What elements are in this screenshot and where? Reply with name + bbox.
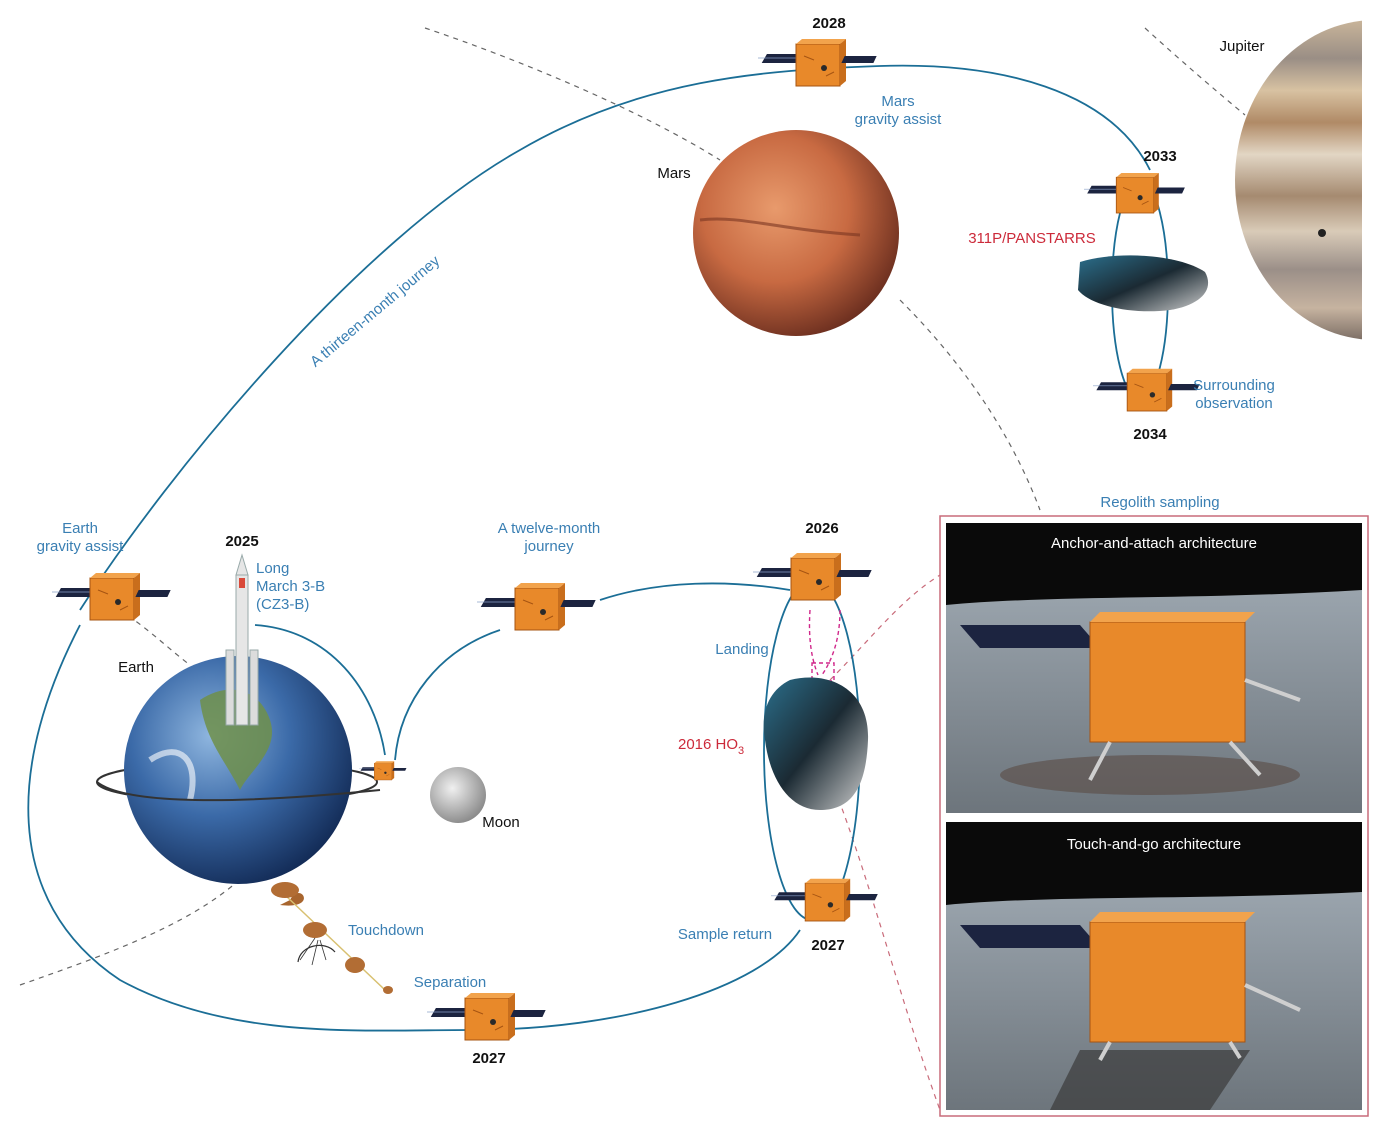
spacecraft-2028 <box>757 38 878 87</box>
touch-and-go-label: Touch-and-go architecture <box>1067 836 1241 853</box>
year-2033: 2033 <box>1143 148 1176 165</box>
year-2025: 2025 <box>225 533 258 550</box>
touchdown-label: Touchdown <box>348 922 424 939</box>
landing-label: Landing <box>715 641 768 658</box>
sample-return-label: Sample return <box>678 926 772 943</box>
landing-path <box>808 609 841 682</box>
spacecraft-2033 <box>1083 172 1186 214</box>
touch-and-go-panel: Touch-and-go architecture <box>946 822 1362 1110</box>
comet-name-label: 311P/PANSTARRS <box>968 230 1096 247</box>
inset-link-guide <box>829 574 941 681</box>
mars-orbit-guide <box>424 27 721 161</box>
regolith-sampling-label: Regolith sampling <box>1100 494 1219 511</box>
launch-trajectory <box>254 624 386 756</box>
earth <box>96 656 381 884</box>
spacecraft-twelve-month <box>476 582 597 631</box>
return-trajectory <box>27 624 801 1032</box>
orbit-guides <box>19 27 1246 1111</box>
year-2028: 2028 <box>812 15 845 32</box>
inset-link-guide-lower <box>834 789 941 1111</box>
twelve-month-trajectory <box>394 629 501 761</box>
reentry-capsule-icon <box>271 882 393 994</box>
earth-orbit-guide <box>19 869 251 986</box>
earth-label: Earth <box>118 659 154 676</box>
moon-label: Moon <box>482 814 520 831</box>
year-2027-earth: 2027 <box>472 1050 505 1067</box>
year-2026: 2026 <box>805 520 838 537</box>
mars-orbit-guide-lower <box>899 299 1041 511</box>
rocket-icon <box>225 553 259 726</box>
twelve-month-trajectory-2 <box>599 582 791 601</box>
spacecraft-2026 <box>752 552 873 601</box>
anchor-attach-label: Anchor-and-attach architecture <box>1051 535 1257 552</box>
mars <box>693 130 899 336</box>
thirteen-month-trajectory <box>79 64 1151 611</box>
mars-label: Mars <box>657 165 690 182</box>
comet-311p <box>1078 255 1209 312</box>
regolith-sampling-inset: Anchor-and-attach architecture Touch-and… <box>939 515 1369 1117</box>
year-2027-asteroid: 2027 <box>811 937 844 954</box>
jupiter <box>1235 20 1362 340</box>
asteroid-name-label: 2016 HO3 <box>678 736 744 757</box>
thirteen-month-label: A thirteen-month journey <box>307 252 444 370</box>
spacecraft-2027-earth <box>426 992 547 1041</box>
separation-label: Separation <box>414 974 487 991</box>
year-2034: 2034 <box>1133 426 1167 443</box>
asteroid-2016ho3 <box>763 677 869 810</box>
spacecraft-2034 <box>1092 368 1201 412</box>
spacecraft-earth-assist <box>51 572 172 621</box>
parachute-icon <box>297 937 336 966</box>
anchor-attach-panel: Anchor-and-attach architecture <box>946 523 1362 813</box>
spacecraft-2027-asteroid <box>770 878 879 922</box>
moon <box>430 767 486 823</box>
jupiter-label: Jupiter <box>1219 38 1264 55</box>
spacecraft-orbit <box>358 761 407 781</box>
